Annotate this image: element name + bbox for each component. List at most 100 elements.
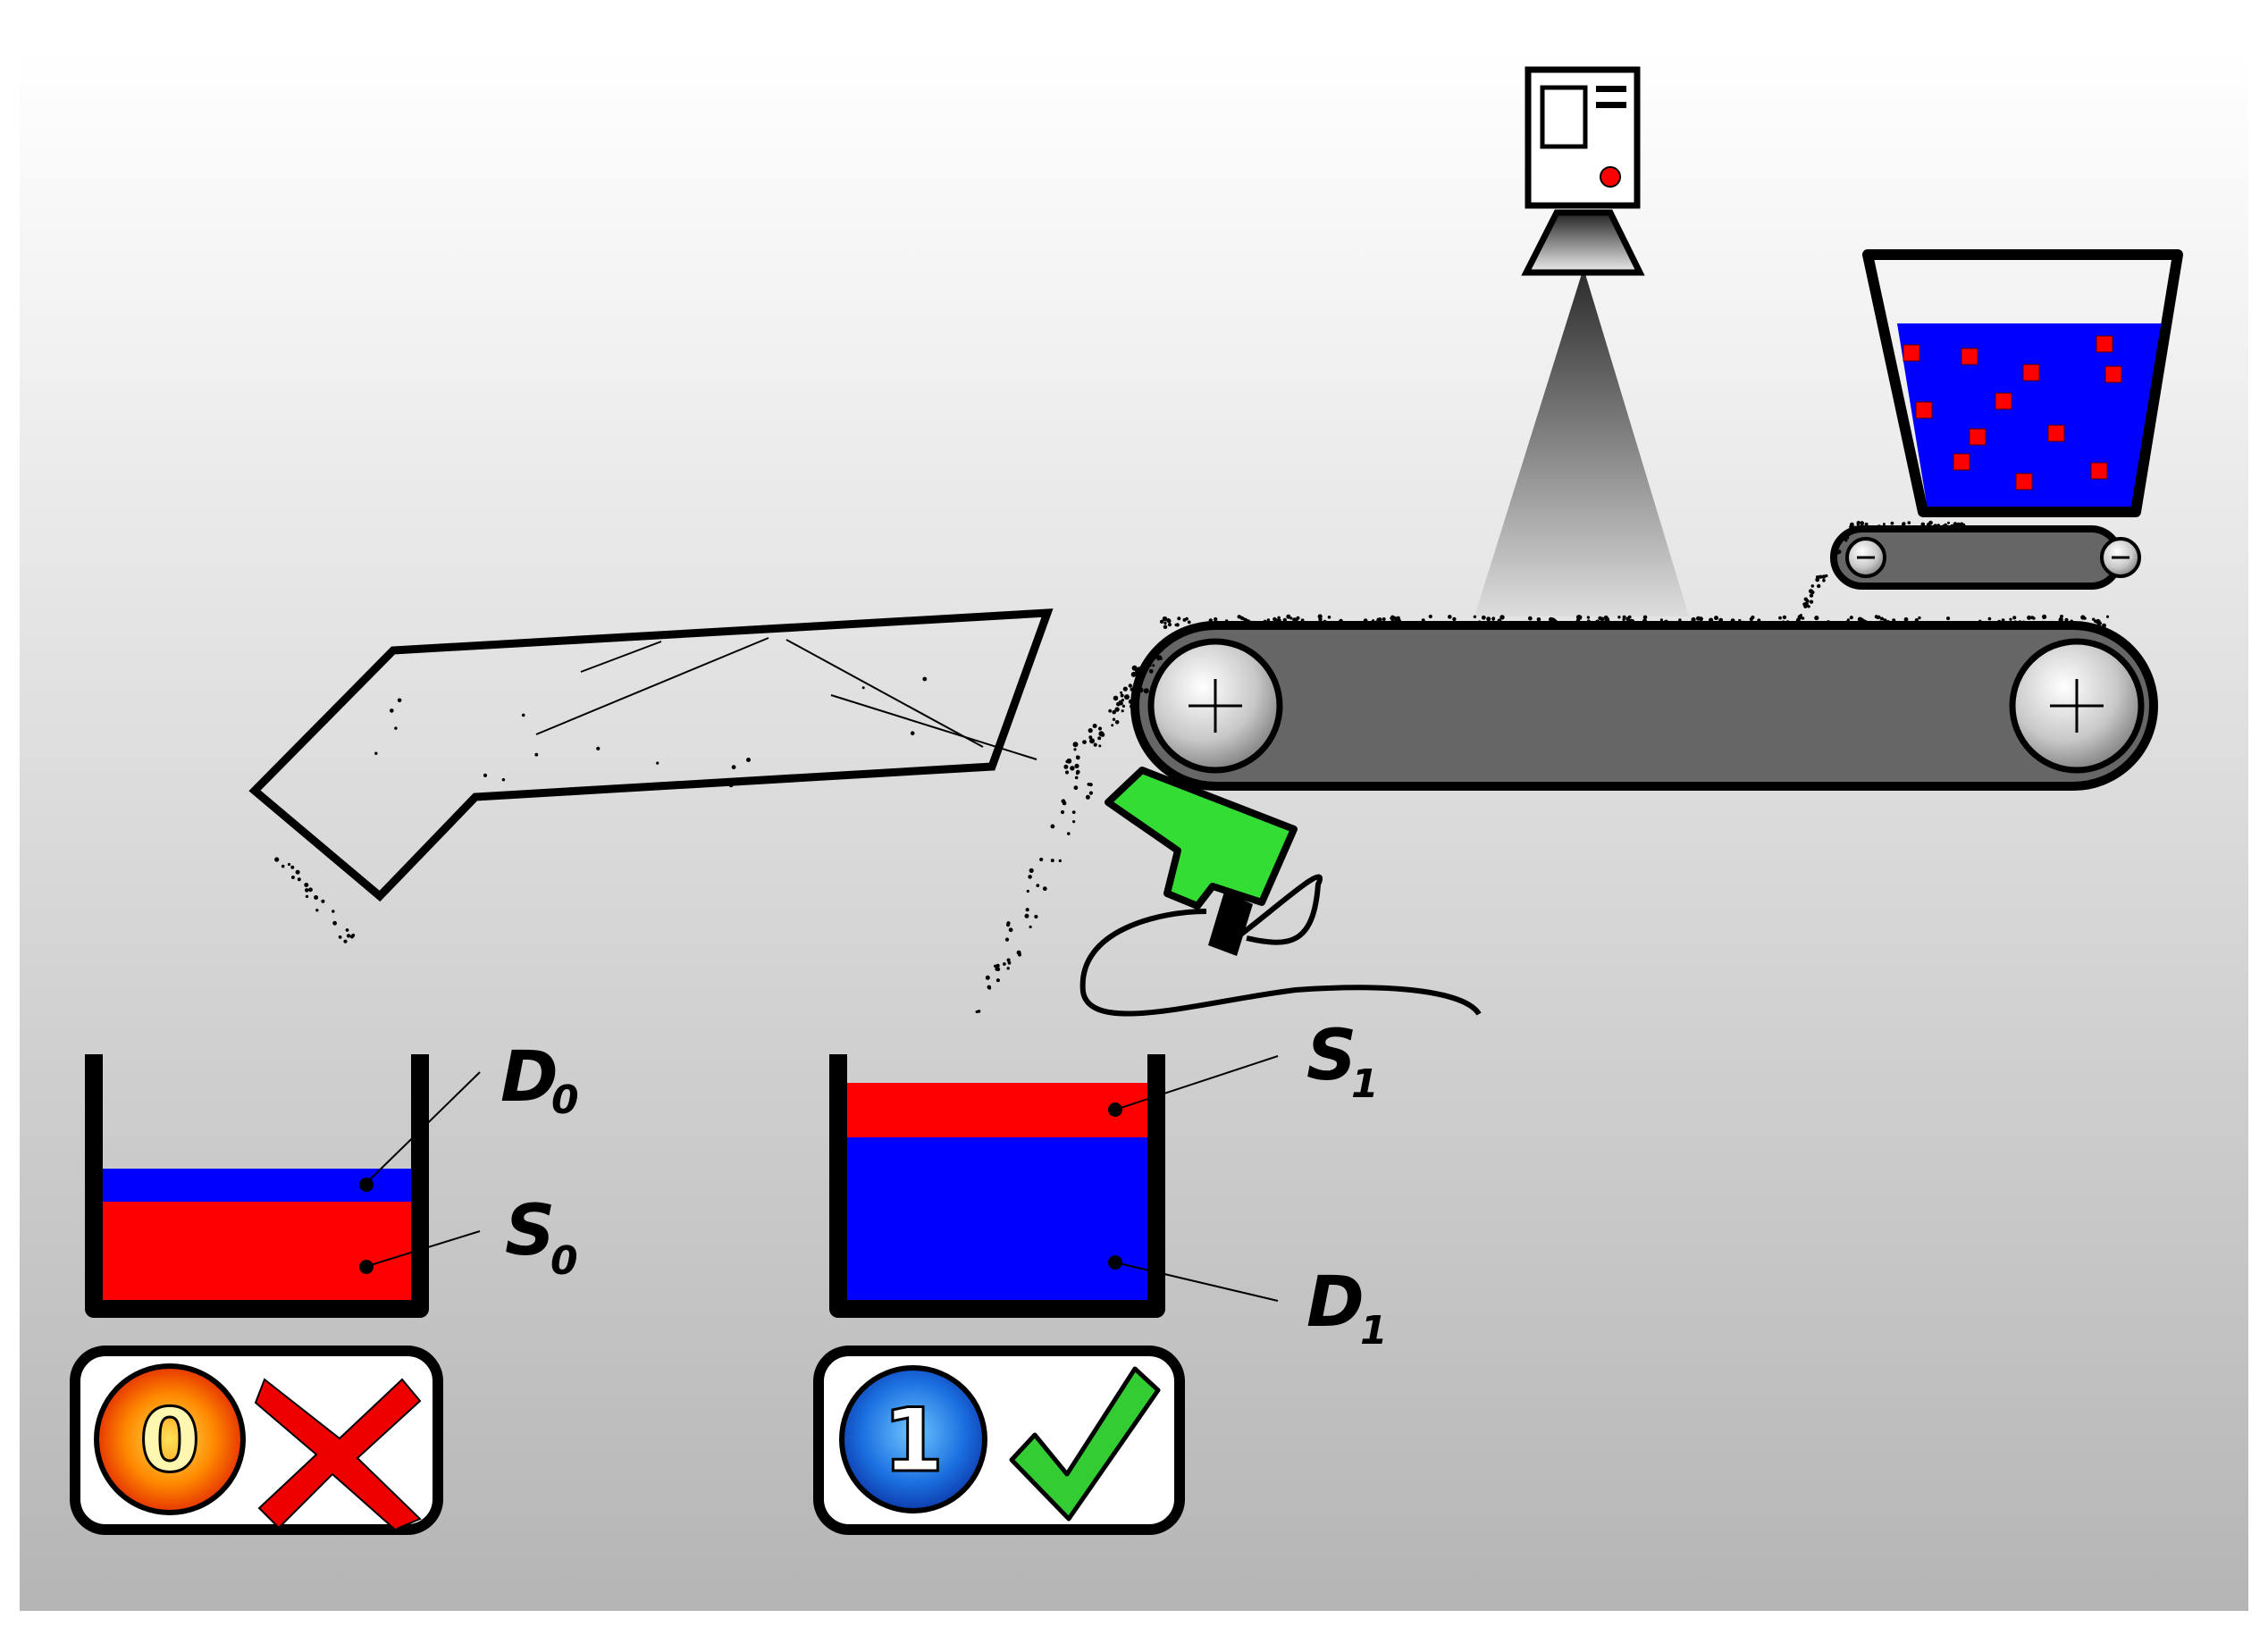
particle-dot [1846, 618, 1850, 622]
particle-dot [1112, 717, 1116, 721]
particle-dot [1920, 522, 1926, 527]
particle-dot [1147, 661, 1150, 666]
particle-dot [1128, 699, 1133, 704]
particle-dot [2013, 620, 2018, 625]
particle-dot [1926, 522, 1931, 527]
particle-dot [1250, 623, 1254, 626]
particle-dot [1387, 622, 1391, 627]
particle-dot [1120, 693, 1124, 698]
particle-dot [1856, 523, 1860, 526]
particle-dot [1835, 549, 1841, 555]
particle-dot [1286, 614, 1291, 619]
particle-dot [1067, 832, 1071, 835]
particle-dot [1296, 616, 1300, 620]
particle-dot [1325, 622, 1330, 626]
particle-dot [1860, 524, 1865, 529]
particle-dot [1088, 735, 1093, 740]
particle-dot [1421, 618, 1425, 623]
particle-dot [1853, 525, 1857, 529]
particle-dot [1907, 528, 1911, 532]
particle-dot [1955, 625, 1960, 629]
particle-dot [305, 894, 309, 899]
checkmark-icon [1009, 1366, 1161, 1522]
particle-dot [1902, 522, 1906, 526]
particle-dot [1122, 686, 1128, 692]
particle-dot [1073, 785, 1079, 791]
particle-dot [2042, 614, 2047, 620]
particle-dot [1187, 620, 1191, 625]
label-d1: D 1 [1306, 1262, 1388, 1354]
particle-dot [2096, 618, 2101, 625]
particle-dot [281, 864, 285, 868]
particle-dot [2009, 617, 2012, 621]
particle-dot [1025, 908, 1029, 912]
particle-dot [1554, 624, 1559, 628]
particle-dot [1918, 616, 1921, 620]
particle-dot [1859, 527, 1864, 532]
particle-dot [315, 909, 319, 912]
particle-dot [861, 686, 865, 690]
particle-dot [1575, 615, 1582, 620]
particle-dot [2060, 615, 2063, 618]
particle-dot [1491, 620, 1495, 625]
particle-dot [1008, 927, 1013, 933]
particle-dot [1374, 620, 1379, 625]
particle-dot [1363, 618, 1368, 624]
particle-dot [1310, 624, 1315, 629]
particle-dot [1144, 663, 1147, 667]
particle-dot [1622, 617, 1625, 622]
particle-dot [1809, 593, 1814, 598]
particle-dot [1691, 616, 1696, 623]
particle-dot [1834, 545, 1838, 549]
particle-dot [1693, 622, 1698, 626]
particle-dot [305, 888, 309, 893]
particle-dot [338, 935, 342, 939]
particle-dot [1060, 809, 1065, 815]
particle-dot [297, 877, 301, 882]
particle-dot [1070, 766, 1075, 771]
particle-dot [1276, 618, 1281, 624]
particle-dot [1892, 618, 1896, 623]
particle-dot [1956, 522, 1961, 527]
particle-dot [1029, 925, 1032, 929]
particle-dot [1154, 655, 1157, 659]
particle-dot [1136, 678, 1139, 683]
particle-dot [332, 920, 337, 926]
particle-dot [1088, 791, 1093, 795]
particle-dot [1124, 694, 1130, 700]
particle-dot [1029, 868, 1034, 874]
particle-dot [1143, 688, 1149, 694]
particle-dot [1833, 550, 1836, 554]
particle-dot [1159, 657, 1163, 660]
right-bin-blue-layer [847, 1137, 1147, 1309]
particle-dot [1828, 625, 1832, 629]
particle-dot [1757, 618, 1761, 623]
particle-dot [1890, 521, 1894, 525]
chute-icon [248, 608, 1054, 902]
particle-dot [1481, 615, 1486, 620]
conveyor-icon [1130, 621, 2158, 791]
particle-dot [287, 862, 291, 867]
particle-dot [290, 865, 295, 869]
label-d1-base: D [1306, 1262, 1365, 1343]
particle-dot [1088, 728, 1093, 734]
particle-dot [521, 713, 525, 717]
particle-dot [1936, 524, 1941, 528]
particle-dot [1937, 526, 1942, 530]
particle-dot [374, 751, 378, 755]
particle-dot [1162, 616, 1168, 622]
particle-dot [2064, 617, 2069, 623]
particle-dot [1809, 600, 1813, 604]
particle-dot [1273, 617, 1278, 622]
particle-dot [1920, 526, 1925, 531]
particle-dot [1914, 618, 1919, 623]
particle-dot [1120, 691, 1123, 694]
particle-dot [1849, 524, 1853, 529]
particle-dot [1098, 731, 1105, 737]
particle-dot [995, 967, 999, 971]
particle-dot [1433, 621, 1439, 625]
particle-dot [390, 708, 394, 713]
particle-dot [1036, 884, 1040, 887]
particle-dot [304, 883, 309, 887]
